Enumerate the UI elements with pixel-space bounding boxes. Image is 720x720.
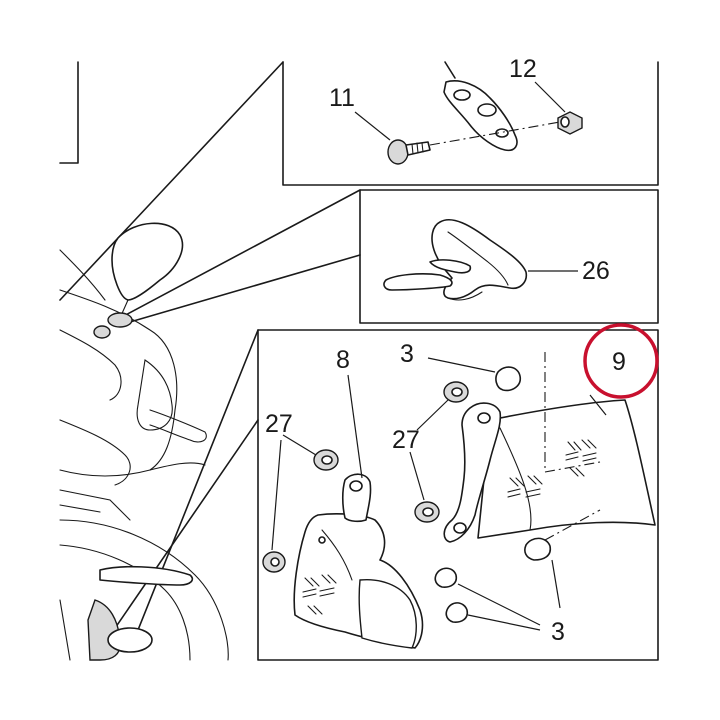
cap-3-right (524, 537, 552, 561)
nut-face (560, 116, 570, 128)
texture-pattern-9b (507, 475, 543, 498)
front-mudguard (99, 565, 194, 586)
texture-pattern-8 (302, 574, 337, 615)
leader-3-right (551, 559, 561, 609)
leader-27-mid-b (409, 451, 425, 501)
clip-arm-upper (429, 259, 472, 274)
bracket-hole-b (453, 522, 467, 534)
mirror-housing (111, 222, 184, 301)
cap-3-lower-b (445, 602, 469, 623)
brake-disc-detail (107, 627, 153, 653)
deflector-8-hole (349, 480, 363, 492)
leader-3-lower-a (457, 583, 541, 626)
thread-3 (421, 142, 424, 153)
motorcycle-front-illustration (59, 222, 229, 661)
cap-3-top (495, 366, 522, 392)
bracket-hole-middle (477, 103, 497, 117)
frame-top-left (59, 61, 79, 164)
frame-main-detail (257, 329, 659, 661)
screw-head (387, 139, 409, 165)
callout-27-left: 27 (265, 410, 293, 438)
assembly-axis-screw (429, 121, 561, 146)
fairing-inner-outline (59, 329, 122, 401)
clip-detail (383, 218, 578, 301)
callout-labels: 11 12 26 9 8 3 27 27 3 (265, 55, 626, 646)
fairing-outline (59, 289, 178, 471)
deflector-9-bracket (443, 402, 502, 543)
panel-frames (59, 61, 659, 661)
mirror-mount (107, 312, 133, 328)
deflector-panel-9 (443, 352, 656, 543)
fairing-lower-outline (59, 419, 131, 486)
bracket-hole-a (477, 412, 491, 424)
callout-9: 9 (612, 348, 626, 376)
headlight-area (136, 359, 173, 431)
screw-11 (387, 139, 431, 165)
pointer-line-1 (59, 61, 284, 301)
bracket-edge-line (444, 61, 456, 79)
callout-27-mid: 27 (392, 426, 420, 454)
fork-lines (59, 489, 131, 521)
leader-9 (589, 394, 607, 416)
deflector-9-fold (499, 427, 532, 531)
leader-3-top (427, 357, 496, 373)
cap-3-lower-a (434, 567, 458, 588)
callout-11: 11 (329, 84, 355, 112)
front-wheel-arc (59, 519, 229, 661)
left-edge-line (59, 599, 71, 661)
clip-arm-lower (383, 273, 453, 291)
fairing-edge (59, 462, 206, 477)
pointer-line-3 (129, 254, 361, 323)
frame-clip-detail (359, 189, 659, 324)
leader-12 (534, 81, 566, 113)
washer-27-c (443, 381, 469, 403)
pointer-line-2 (119, 189, 361, 319)
nut-12 (557, 111, 583, 135)
highlight-circle (583, 323, 659, 399)
clip-foot (447, 291, 483, 301)
thread-2 (416, 142, 419, 154)
main-exploded-parts (262, 352, 656, 649)
leader-8 (347, 374, 363, 479)
pointer-line-4 (129, 329, 259, 651)
thread-1 (411, 143, 414, 155)
washer-27-a (313, 449, 339, 471)
fastener-detail (354, 61, 583, 165)
deflector-8-fold (321, 529, 353, 581)
callout-12: 12 (509, 55, 537, 83)
mounting-bracket (443, 80, 518, 152)
leader-27-left-b (271, 439, 282, 551)
axis-line-cross (544, 461, 601, 473)
callout-3-top: 3 (400, 340, 414, 368)
washer-27-d (414, 501, 440, 523)
leader-3-lower-b (467, 614, 541, 631)
callout-26: 26 (582, 257, 610, 285)
front-wheel-inner-arc (59, 544, 191, 661)
pointer-line-5 (99, 419, 259, 651)
deflector-9-body (477, 399, 656, 539)
leader-11 (354, 111, 391, 141)
mount-bolt (93, 325, 111, 339)
callout-3-bottom: 3 (551, 618, 565, 646)
bracket-hole-upper (453, 89, 471, 101)
turn-signal (149, 409, 207, 443)
deflector-panel-8 (293, 473, 424, 649)
deflector-8-lip (358, 578, 417, 649)
clip-ridge (447, 231, 509, 286)
leader-27-left-a (282, 434, 317, 456)
callout-8: 8 (336, 346, 350, 374)
windscreen-edge (59, 249, 106, 301)
texture-pattern-9a (565, 439, 597, 477)
leader-27-mid-a (416, 399, 449, 431)
brake-caliper (87, 599, 121, 661)
washer-27-b (262, 551, 286, 573)
frame-fastener-detail (282, 61, 659, 186)
deflector-8-pin (318, 536, 326, 544)
